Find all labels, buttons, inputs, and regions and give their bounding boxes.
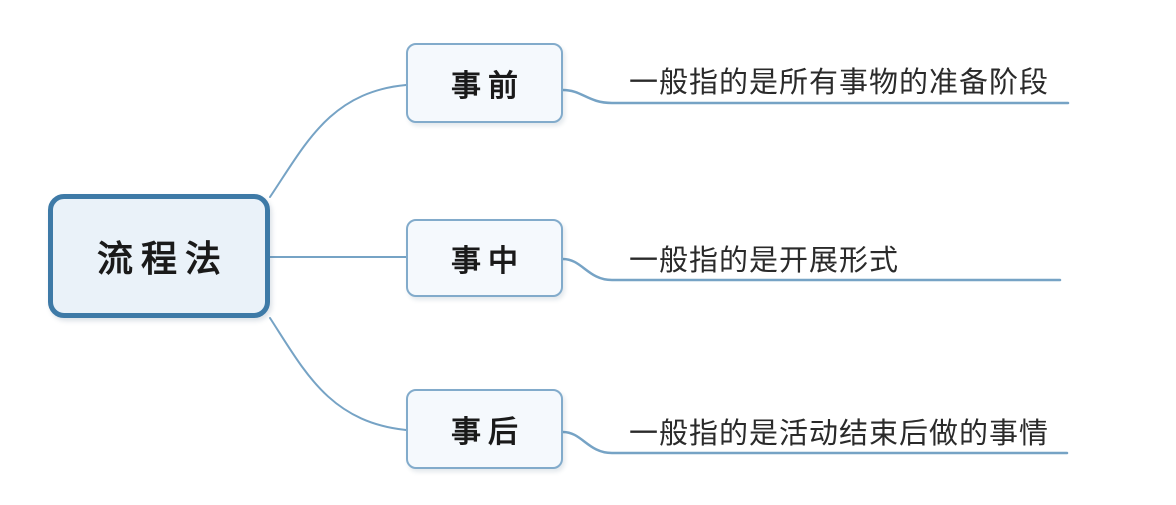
connector-root-to-pre [269, 84, 407, 198]
desc-post[interactable]: 一般指的是活动结束后做的事情 [629, 418, 1050, 450]
desc-during[interactable]: 一般指的是开展形式 [629, 245, 900, 277]
underline-during [561, 257, 1062, 282]
node-during-label: 事中 [451, 245, 525, 278]
underline-post [561, 430, 1069, 455]
underline-pre [561, 88, 1070, 105]
root-node[interactable]: 流程法 [48, 194, 270, 318]
connector-root-to-post [269, 317, 407, 431]
node-pre-label: 事前 [451, 70, 525, 103]
node-during[interactable]: 事中 [406, 219, 563, 297]
node-pre[interactable]: 事前 [406, 43, 563, 123]
node-post-label: 事后 [451, 416, 525, 449]
desc-pre[interactable]: 一般指的是所有事物的准备阶段 [629, 67, 1050, 99]
node-post[interactable]: 事后 [406, 389, 563, 469]
root-node-label: 流程法 [96, 238, 229, 279]
